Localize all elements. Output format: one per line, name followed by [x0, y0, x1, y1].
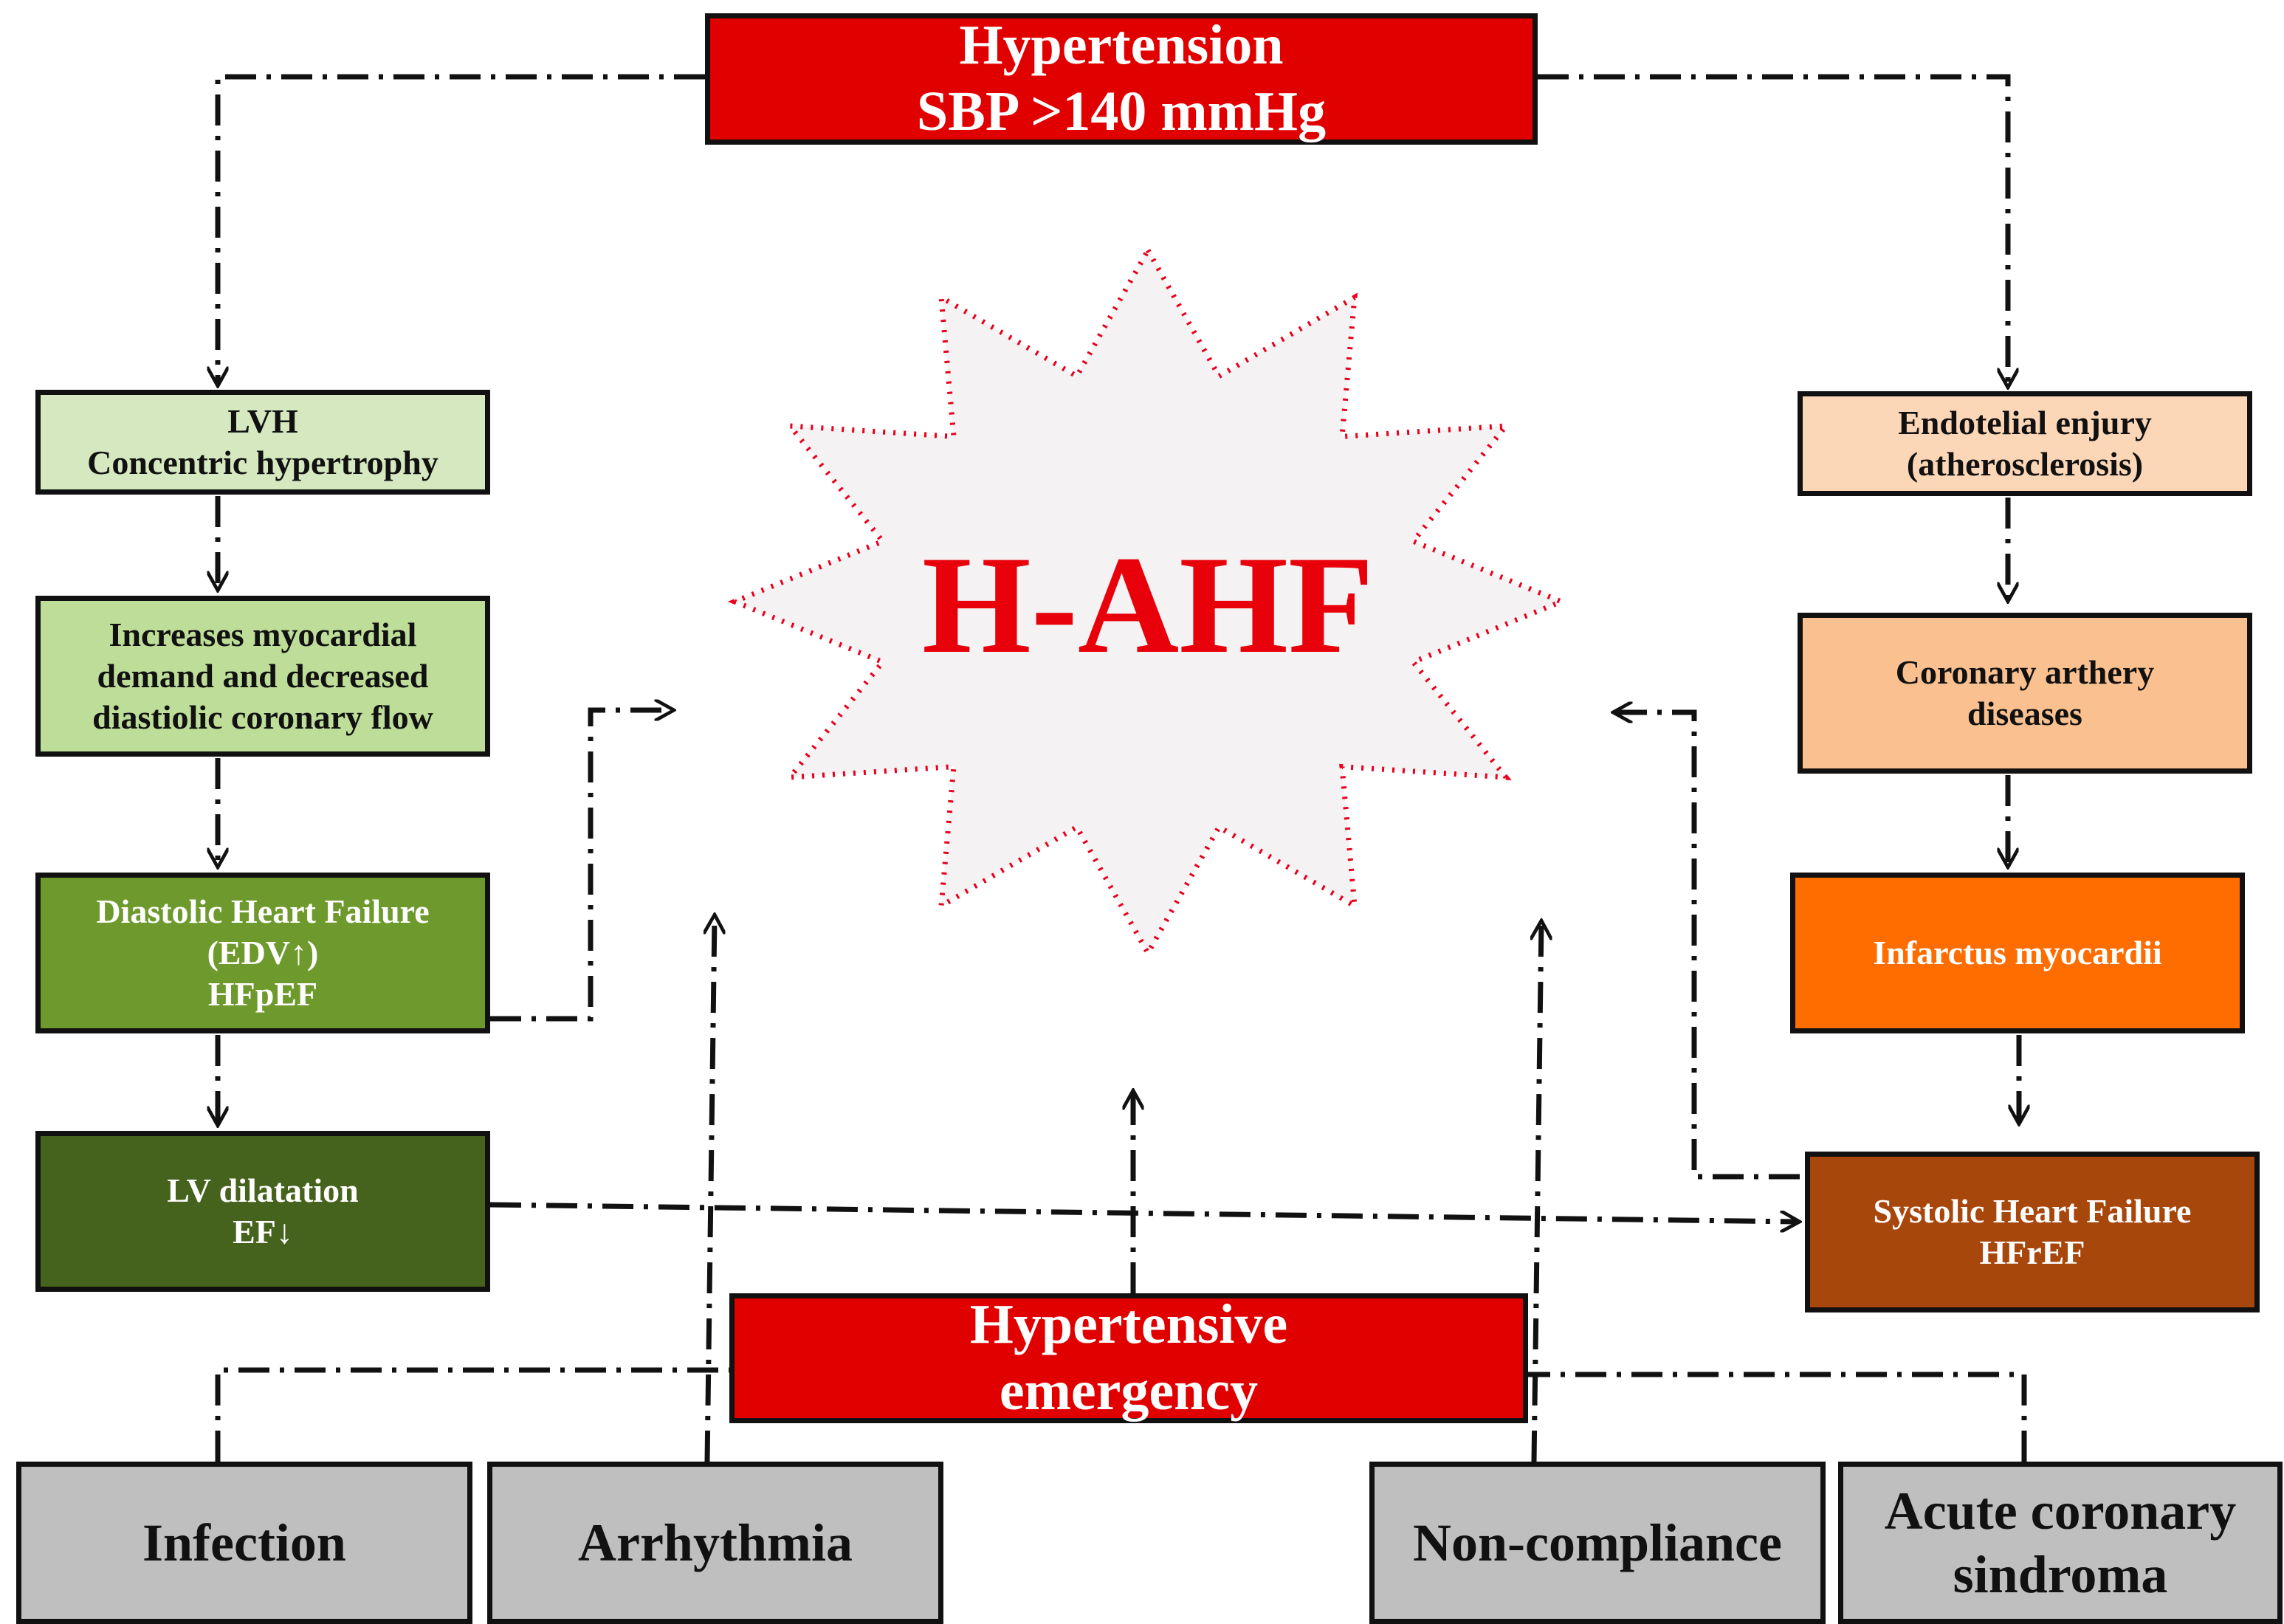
acute-coronary-box: Acute coronary sindroma — [1838, 1462, 2283, 1624]
lvh-line-1: LVH — [227, 402, 298, 440]
non-compliance-box: Non-compliance — [1369, 1462, 1826, 1624]
infection-label: Infection — [142, 1513, 346, 1572]
hypertension-title: Hypertension — [959, 14, 1284, 77]
myocardial-line-2: demand and decreased — [97, 656, 429, 695]
endo-line-1: Endotelial enjury — [1898, 403, 2152, 441]
connector-noncompliance-to-hahf — [1534, 923, 1541, 1462]
dhf-line-1: Diastolic Heart Failure — [96, 892, 430, 930]
connector-arrhythmia-to-hahf — [707, 917, 715, 1462]
lvh-line-2: Concentric hypertrophy — [87, 444, 438, 481]
lvdil-line-1: LV dilatation — [167, 1171, 359, 1209]
infarct-line-1: Infarctus myocardii — [1873, 933, 2162, 971]
infection-box: Infection — [16, 1462, 472, 1624]
emergency-line-1: Hypertensive — [969, 1293, 1288, 1356]
shf-line-1: Systolic Heart Failure — [1873, 1191, 2192, 1230]
lv-dilatation-box: LV dilatation EF↓ — [35, 1131, 490, 1292]
non-compliance-label: Non-compliance — [1413, 1513, 1782, 1572]
diastolic-heart-failure-box: Diastolic Heart Failure (EDV↑) HFpEF — [35, 873, 490, 1033]
acs-line-1: Acute coronary — [1884, 1481, 2237, 1541]
connector-shf-to-hahf — [1615, 712, 1800, 1180]
shf-line-2: HFrEF — [1979, 1234, 2085, 1271]
dhf-line-2: (EDV↑) — [207, 933, 319, 971]
infarctus-box: Infarctus myocardii — [1790, 873, 2245, 1033]
lvh-box: LVH Concentric hypertrophy — [35, 390, 490, 495]
connector-acs-to-emergency — [1528, 1372, 2027, 1462]
myocardial-line-1: Increases myocardial — [109, 615, 417, 653]
hahf-label: H-AHF — [921, 528, 1375, 683]
arrhythmia-label: Arrhythmia — [578, 1513, 853, 1572]
coronary-disease-box: Coronary arthery diseases — [1798, 613, 2252, 774]
dhf-line-3: HFpEF — [207, 975, 318, 1014]
hypertension-box: Hypertension SBP >140 mmHg — [705, 13, 1538, 145]
arrhythmia-box: Arrhythmia — [487, 1462, 943, 1624]
myocardial-line-3: diastiolic coronary flow — [92, 698, 433, 737]
cad-line-1: Coronary arthery — [1895, 653, 2155, 691]
lvdil-line-2: EF↓ — [233, 1213, 293, 1250]
cad-line-2: diseases — [1967, 695, 2082, 732]
connector-dhf-to-hahf — [490, 710, 672, 1022]
connector-lvdilatation-to-shf — [489, 1202, 1798, 1222]
endo-line-2: (atherosclerosis) — [1906, 445, 2144, 483]
connector-hypertension-to-lvh — [218, 74, 705, 384]
endothelial-injury-box: Endotelial enjury (atherosclerosis) — [1798, 391, 2252, 496]
emergency-line-2: emergency — [999, 1360, 1259, 1422]
hypertension-sbp: SBP >140 mmHg — [916, 80, 1327, 142]
star-burst-icon — [727, 244, 1569, 959]
systolic-heart-failure-box: Systolic Heart Failure HFrEF — [1805, 1152, 2260, 1312]
hypertensive-emergency-box: Hypertensive emergency — [729, 1293, 1528, 1423]
acs-line-2: sindroma — [1953, 1545, 2168, 1604]
myocardial-demand-box: Increases myocardial demand and decrease… — [35, 596, 490, 757]
connector-hypertension-to-endothelial — [1538, 74, 2008, 385]
connector-infection-to-emergency — [215, 1367, 729, 1462]
